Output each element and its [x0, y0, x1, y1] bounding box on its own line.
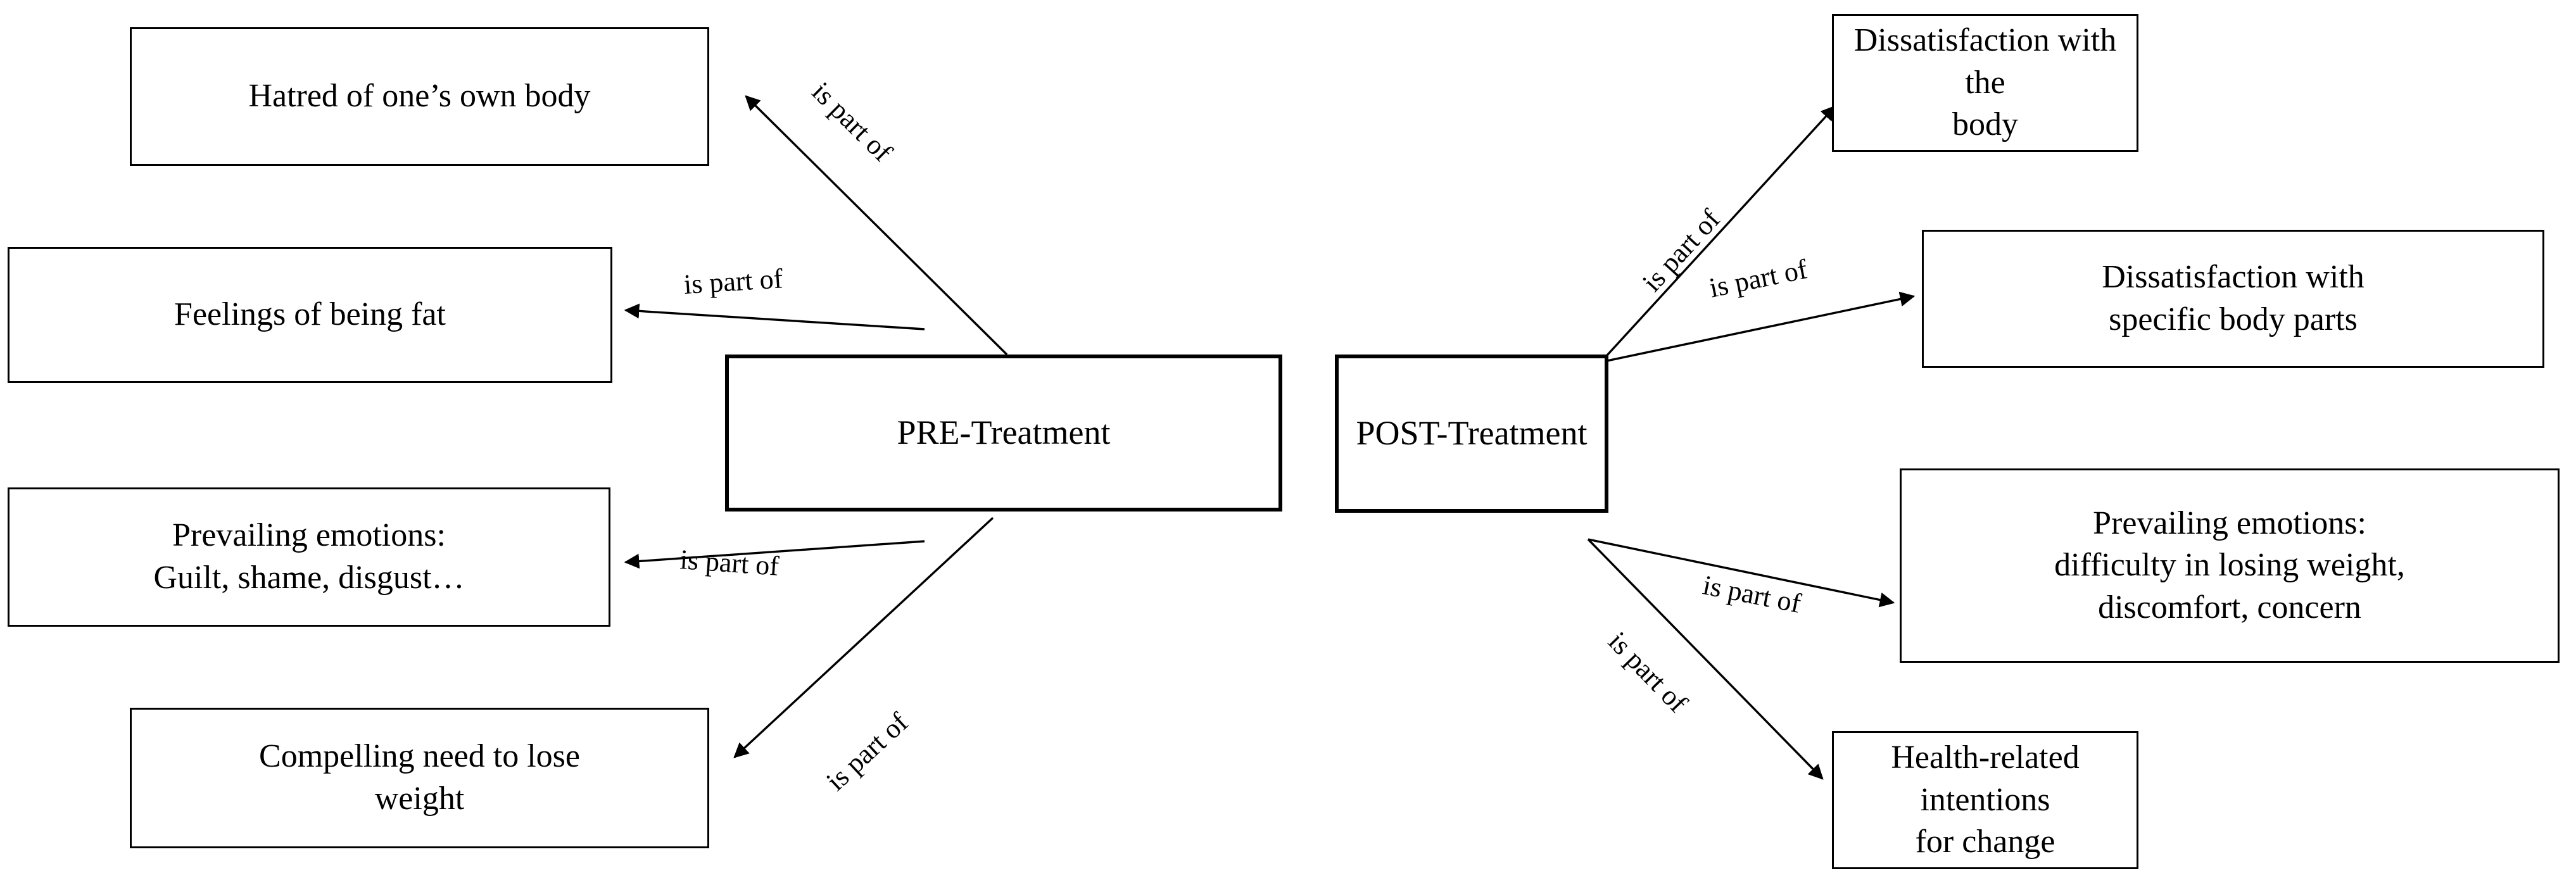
- node-label: Health-related intentions for change: [1891, 739, 2080, 860]
- edge-post-to-dissat-parts: [1600, 291, 1916, 363]
- node-label: Prevailing emotions: Guilt, shame, disgu…: [153, 517, 465, 596]
- edge-post-to-dissat-body: [1600, 105, 1836, 363]
- node-compelling-need-to-lose-weight[interactable]: Compelling need to lose weight: [130, 708, 709, 848]
- node-feelings-of-being-fat[interactable]: Feelings of being fat: [8, 247, 612, 383]
- node-label: Dissatisfaction with the body: [1853, 22, 2117, 143]
- node-pre-prevailing-emotions[interactable]: Prevailing emotions: Guilt, shame, disgu…: [8, 487, 610, 627]
- node-label: Compelling need to lose weight: [259, 738, 580, 817]
- edge-post-to-health: [1587, 538, 1824, 780]
- node-pre-treatment[interactable]: PRE-Treatment: [725, 355, 1282, 512]
- node-label: Hatred of one’s own body: [248, 78, 591, 115]
- node-label: Dissatisfaction with specific body parts: [2102, 259, 2364, 337]
- edge-label-pre-prevailing: is part of: [679, 544, 780, 582]
- node-health-related-intentions-for-change[interactable]: Health-related intentions for change: [1832, 731, 2138, 869]
- edge-pre-to-prevailing: [624, 540, 925, 569]
- node-hatred-of-own-body[interactable]: Hatred of one’s own body: [130, 27, 709, 166]
- node-dissatisfaction-with-specific-body-parts[interactable]: Dissatisfaction with specific body parts: [1922, 230, 2544, 368]
- edge-pre-to-compelling: [733, 517, 994, 758]
- node-label: Prevailing emotions: difficulty in losin…: [2054, 505, 2405, 625]
- node-dissatisfaction-with-the-body[interactable]: Dissatisfaction with the body: [1832, 14, 2138, 152]
- node-post-treatment[interactable]: POST-Treatment: [1335, 355, 1608, 513]
- edge-pre-to-feelings: [624, 303, 925, 330]
- edge-pre-to-hatred: [745, 95, 1008, 356]
- node-label: PRE-Treatment: [897, 413, 1111, 452]
- node-post-prevailing-emotions[interactable]: Prevailing emotions: difficulty in losin…: [1900, 468, 2560, 663]
- edge-label-pre-feelings: is part of: [683, 263, 784, 300]
- node-label: Feelings of being fat: [174, 296, 446, 333]
- edge-post-to-post-emotions: [1588, 538, 1895, 608]
- node-label: POST-Treatment: [1356, 414, 1588, 453]
